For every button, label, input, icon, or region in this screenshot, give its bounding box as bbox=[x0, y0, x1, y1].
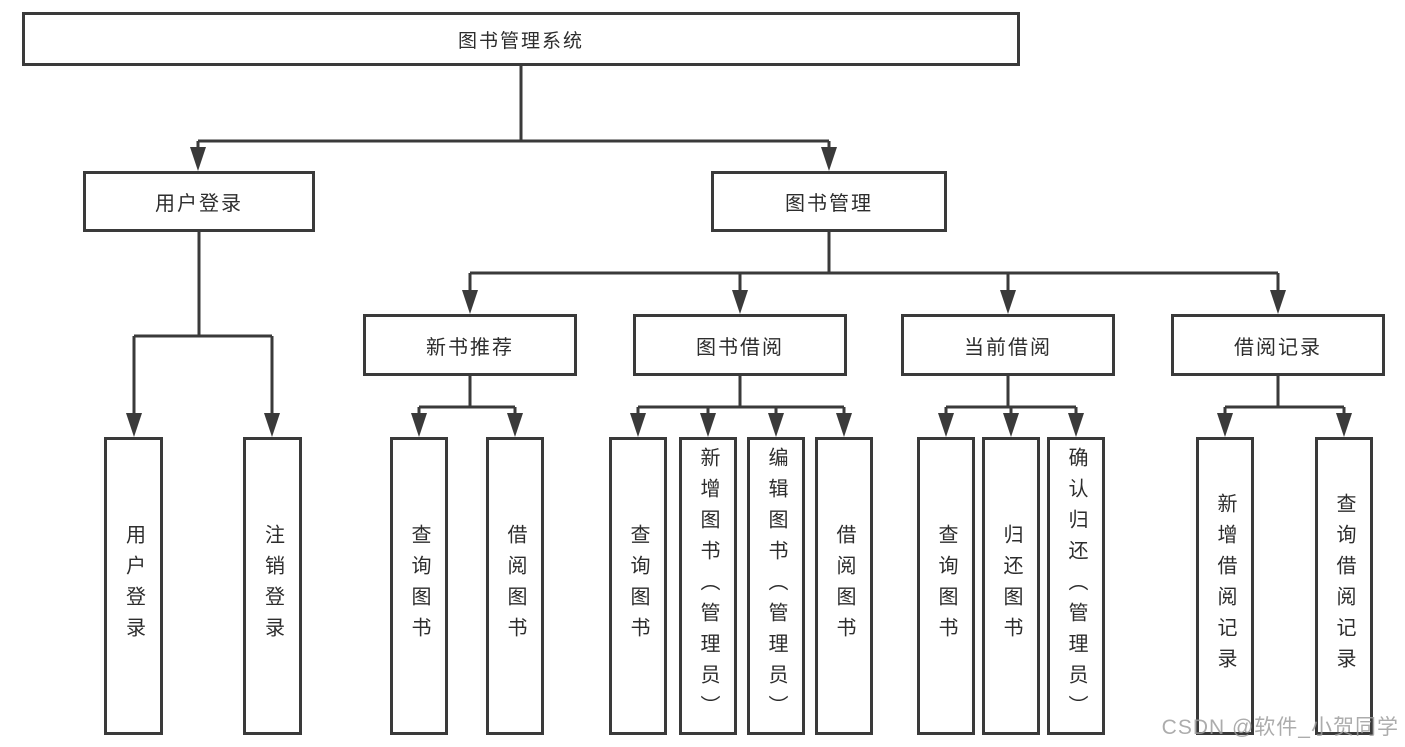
leaf-add-books-admin: 新增图书（管理员） bbox=[679, 437, 737, 735]
leaf-borrow-books-recommend: 借阅图书 bbox=[486, 437, 544, 735]
leaf-query-books-recommend: 查询图书 bbox=[390, 437, 448, 735]
node-label: 图书管理系统 bbox=[457, 30, 584, 52]
leaf-query-borrow-record: 查询借阅记录 bbox=[1315, 437, 1373, 735]
node-label: 查询借阅记录 bbox=[1333, 493, 1355, 679]
node-label: 图书借阅 bbox=[696, 336, 784, 359]
node-label: 注销登录 bbox=[261, 524, 284, 648]
leaf-add-borrow-record: 新增借阅记录 bbox=[1196, 437, 1254, 735]
node-borrowing-records: 借阅记录 bbox=[1171, 314, 1385, 376]
node-book-borrowing: 图书借阅 bbox=[633, 314, 847, 376]
node-label: 查询图书 bbox=[935, 524, 957, 648]
node-label: 新书推荐 bbox=[426, 336, 514, 359]
leaf-user-login: 用户登录 bbox=[104, 437, 163, 735]
node-label: 借阅记录 bbox=[1234, 336, 1322, 359]
node-user-login-branch: 用户登录 bbox=[83, 171, 315, 232]
leaf-confirm-return-admin: 确认归还（管理员） bbox=[1047, 437, 1105, 735]
node-label: 用户登录 bbox=[122, 524, 145, 648]
node-library-management-system: 图书管理系统 bbox=[22, 12, 1020, 66]
leaf-return-books: 归还图书 bbox=[982, 437, 1040, 735]
leaf-query-books-current: 查询图书 bbox=[917, 437, 975, 735]
leaf-borrow-books: 借阅图书 bbox=[815, 437, 873, 735]
node-label: 归还图书 bbox=[1000, 524, 1022, 648]
node-label: 确认归还（管理员） bbox=[1065, 446, 1087, 726]
node-label: 查询图书 bbox=[408, 524, 430, 648]
node-label: 查询图书 bbox=[627, 524, 649, 648]
node-label: 新增借阅记录 bbox=[1214, 493, 1236, 679]
node-label: 图书管理 bbox=[785, 193, 873, 215]
leaf-logout: 注销登录 bbox=[243, 437, 302, 735]
node-label: 借阅图书 bbox=[504, 524, 526, 648]
node-label: 当前借阅 bbox=[964, 336, 1052, 359]
node-current-borrowing: 当前借阅 bbox=[901, 314, 1115, 376]
node-label: 借阅图书 bbox=[833, 524, 855, 648]
node-new-book-recommend: 新书推荐 bbox=[363, 314, 577, 376]
leaf-query-books-borrowing: 查询图书 bbox=[609, 437, 667, 735]
node-label: 新增图书（管理员） bbox=[697, 446, 719, 726]
node-label: 编辑图书（管理员） bbox=[765, 446, 787, 726]
node-label: 用户登录 bbox=[155, 193, 243, 215]
node-book-management-branch: 图书管理 bbox=[711, 171, 947, 232]
leaf-edit-books-admin: 编辑图书（管理员） bbox=[747, 437, 805, 735]
watermark: CSDN @软件_小贺同学 bbox=[1161, 716, 1399, 739]
